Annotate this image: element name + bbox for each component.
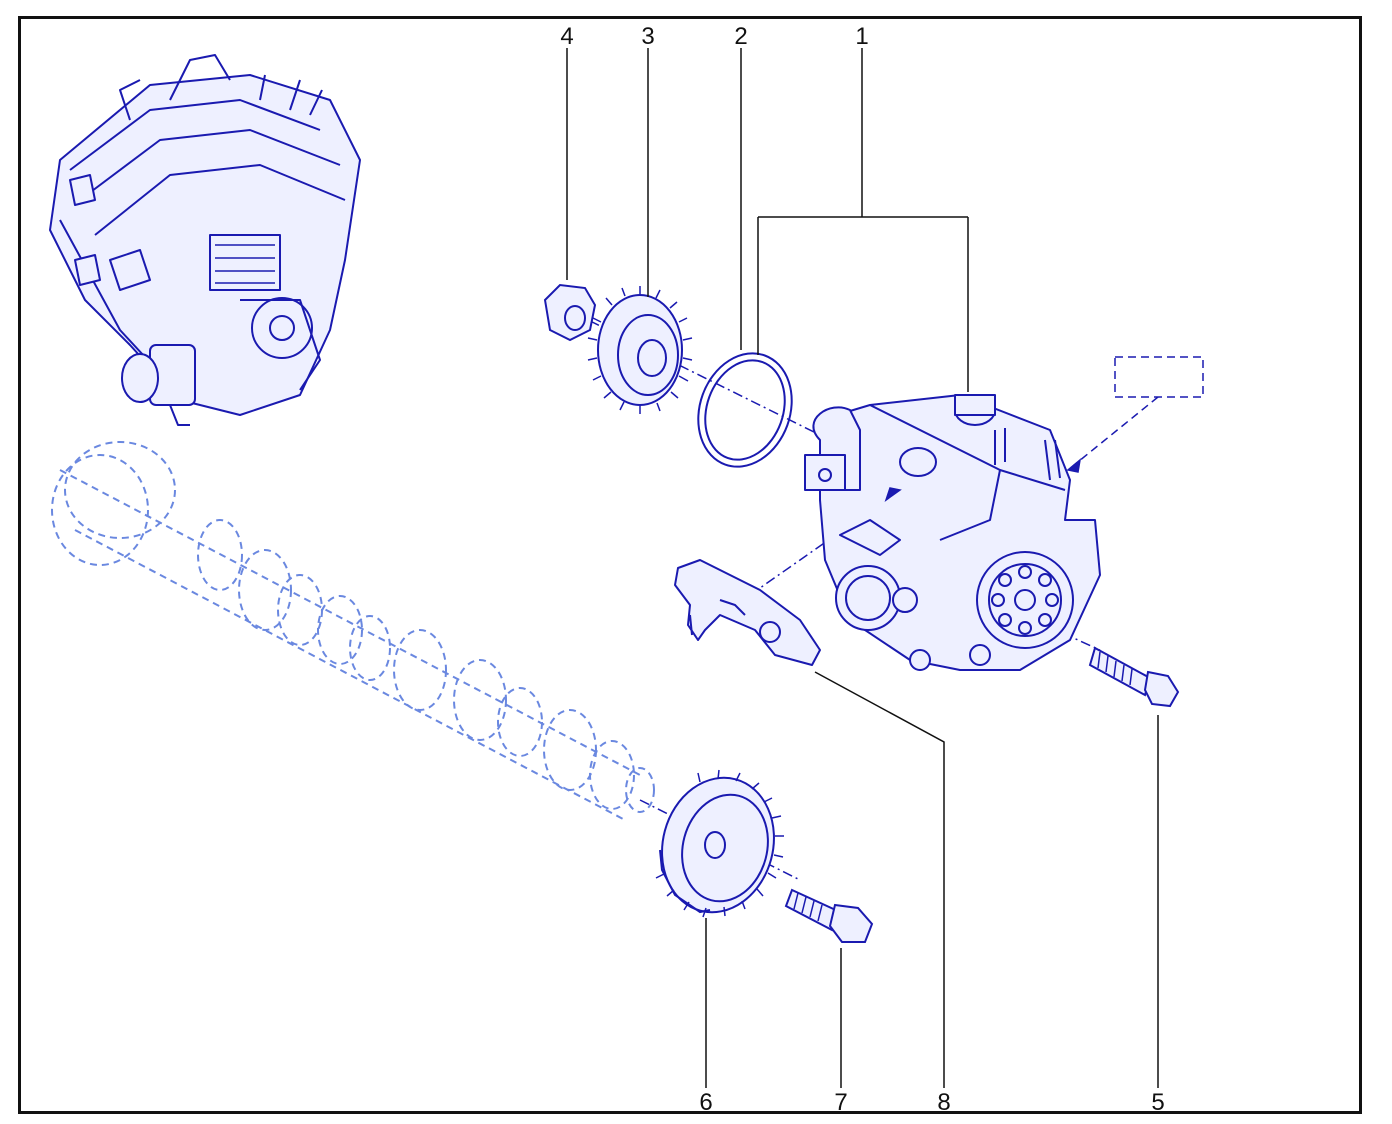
callout-7: 7 xyxy=(834,1089,847,1116)
pump-drive-flange xyxy=(976,551,1074,649)
callout-8: 8 xyxy=(937,1089,950,1116)
dashed-reference-box xyxy=(1114,356,1204,398)
camshaft-ghost xyxy=(51,441,655,821)
camshaft-gear-part-6 xyxy=(655,769,784,918)
callout-4: 4 xyxy=(560,23,573,50)
nut-part-4 xyxy=(543,283,597,342)
bolt-part-5 xyxy=(1088,646,1180,708)
reference-box-group xyxy=(884,356,1204,502)
callout-3: 3 xyxy=(641,23,654,50)
callout-1: 1 xyxy=(855,23,868,50)
arrow-head-icon xyxy=(884,487,902,502)
gear-bolt-part-7 xyxy=(784,888,874,943)
diagram-frame xyxy=(18,16,1362,1114)
support-part-8 xyxy=(674,559,821,666)
arrow-head-icon xyxy=(1066,458,1082,473)
high-pressure-pump-part-1 xyxy=(804,394,1101,671)
callout-6: 6 xyxy=(699,1089,712,1116)
callout-labels: 4 3 2 1 6 7 8 5 xyxy=(560,23,1164,1116)
o-ring-part-2 xyxy=(697,352,793,468)
leader-lines xyxy=(566,48,1159,1088)
engine-thumbnail xyxy=(49,54,361,426)
callout-2: 2 xyxy=(734,23,747,50)
callout-5: 5 xyxy=(1151,1089,1164,1116)
sprocket-part-3 xyxy=(587,286,693,414)
